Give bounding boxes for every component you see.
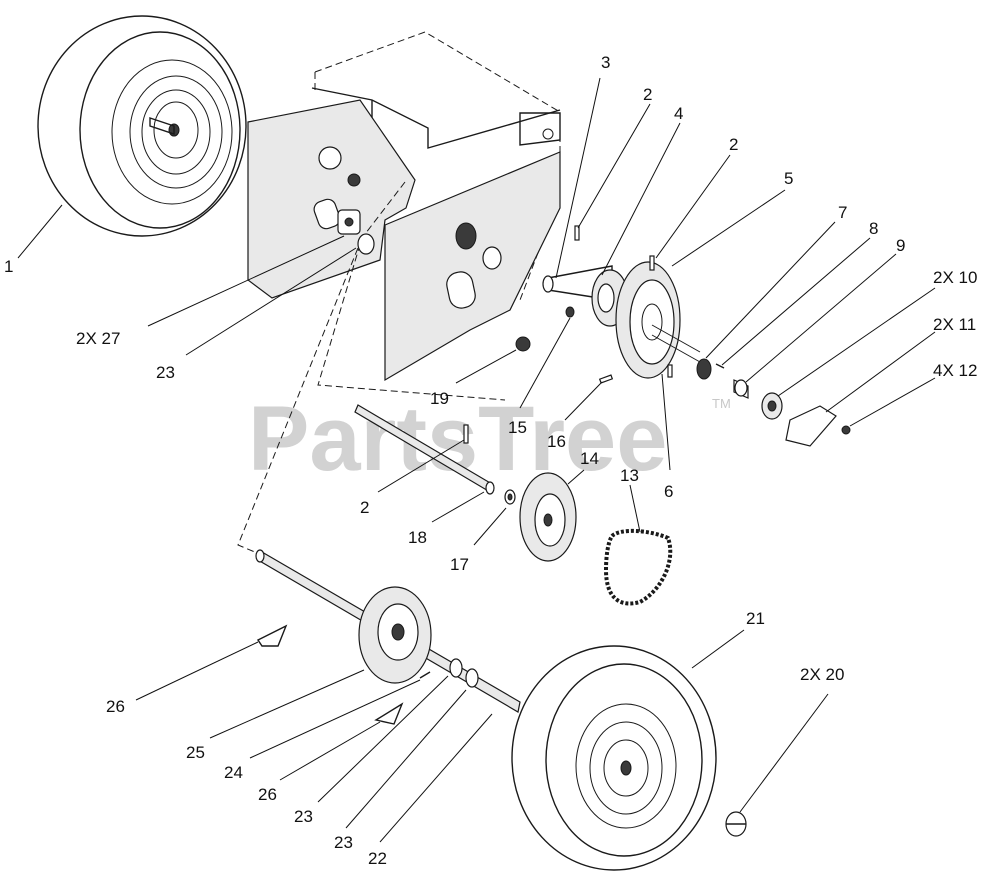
callout-25: 25 [186, 743, 205, 762]
callout-1: 1 [4, 257, 13, 276]
callout-23-lower-a: 23 [294, 807, 313, 826]
callout-3: 3 [601, 53, 610, 72]
part-23-spacer [357, 233, 375, 255]
callout-22: 22 [368, 849, 387, 868]
drive-chain [603, 529, 673, 606]
callout-14: 14 [580, 449, 599, 468]
left-wheel [37, 15, 247, 237]
callout-labels: 1 2 2 2 3 4 5 6 7 8 9 2X 10 2X 11 4X 12 … [4, 53, 977, 868]
callout-13: 13 [620, 466, 639, 485]
callout-2-upper: 2 [643, 85, 652, 104]
callout-11: 2X 11 [933, 315, 976, 334]
callout-9: 9 [896, 236, 905, 255]
callout-12: 4X 12 [933, 361, 977, 380]
callout-10: 2X 10 [933, 268, 977, 287]
callout-6: 6 [664, 482, 673, 501]
callout-20: 2X 20 [800, 665, 844, 684]
lower-axle-assembly [255, 549, 521, 725]
frame-bushing [482, 246, 502, 270]
callout-5: 5 [784, 169, 793, 188]
callout-26-left: 26 [106, 697, 125, 716]
callout-4: 4 [674, 104, 683, 123]
callout-26-lower: 26 [258, 785, 277, 804]
watermark-trademark: TM [712, 396, 731, 411]
callout-2-middle: 2 [360, 498, 369, 517]
callout-19: 19 [430, 389, 449, 408]
callout-21: 21 [746, 609, 765, 628]
callout-23-lower-b: 23 [334, 833, 353, 852]
callout-7: 7 [838, 203, 847, 222]
callout-16: 16 [547, 432, 566, 451]
upper-drive-assembly [542, 225, 851, 447]
callout-15: 15 [508, 418, 527, 437]
watermark-text: PartsTree [248, 388, 667, 490]
callout-27: 2X 27 [76, 329, 120, 348]
callout-24: 24 [224, 763, 243, 782]
callout-23-frame: 23 [156, 363, 175, 382]
right-wheel [511, 645, 717, 871]
callout-8: 8 [869, 219, 878, 238]
callout-17: 17 [450, 555, 469, 574]
middle-shaft-assembly [354, 404, 577, 562]
part-20-clip [725, 811, 747, 837]
leader-lines [17, 77, 936, 843]
callout-18: 18 [408, 528, 427, 547]
part-19-nut [515, 336, 531, 352]
callout-2-right: 2 [729, 135, 738, 154]
